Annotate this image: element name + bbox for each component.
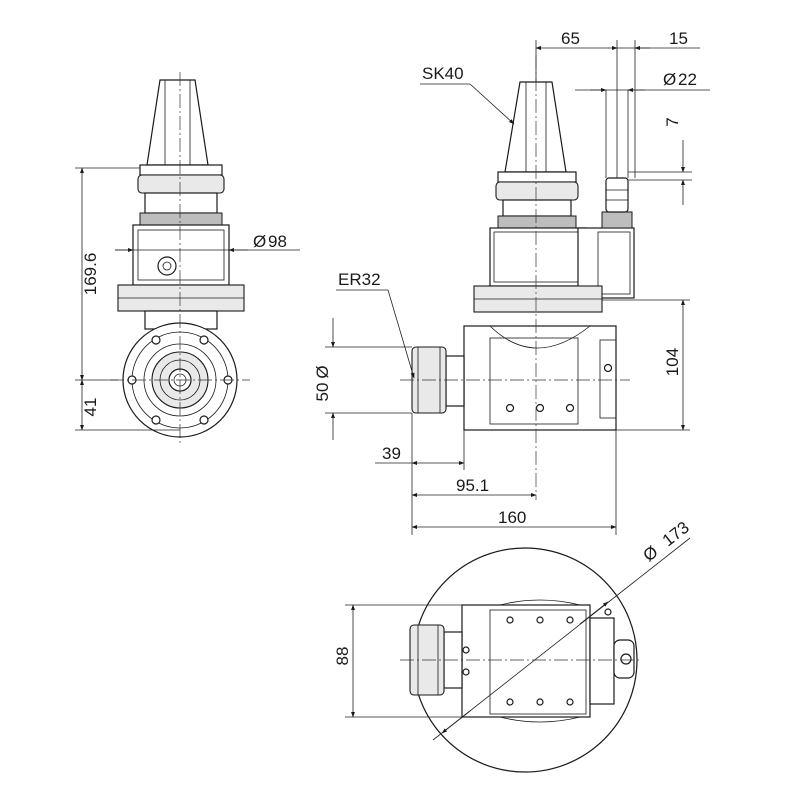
er32-callout: ER32 — [338, 270, 381, 289]
sk40-callout: SK40 — [422, 64, 464, 83]
dim-160-label: 160 — [498, 508, 526, 527]
top-housing — [461, 604, 591, 718]
top-stop-block — [589, 617, 615, 705]
dim-88-label: 88 — [333, 647, 352, 666]
stop-pin — [605, 177, 629, 213]
dim-104-label: 104 — [663, 348, 682, 376]
flange-ring-2 — [137, 174, 225, 194]
stop-block — [577, 227, 635, 299]
dim-173-label: 173 — [659, 518, 693, 550]
dim-98-label: 98 — [268, 232, 287, 251]
dim-50-label: 50 — [313, 383, 332, 402]
dim-diameter-symbol: Ø — [253, 232, 266, 251]
dim-15-label: 15 — [669, 29, 688, 48]
head-housing — [463, 325, 617, 431]
side-view — [400, 55, 635, 500]
front-view-dimensions: 169.6 41 Ø 98 — [75, 167, 300, 431]
side-spindle-nose — [445, 355, 465, 407]
flange-neck — [144, 192, 218, 214]
grease-nipple — [157, 256, 177, 276]
dim-22-diameter-symbol: Ø — [663, 70, 676, 89]
front-body — [132, 224, 230, 286]
side-body — [489, 227, 587, 287]
dim-22-label: 22 — [678, 70, 697, 89]
sk40-taper-front — [146, 79, 209, 166]
dim-173-diameter-symbol: Ø — [640, 542, 662, 565]
side-flange-ring — [495, 181, 579, 201]
front-view — [110, 72, 250, 445]
dim-169-6-label: 169.6 — [81, 253, 100, 296]
dim-7-label: 7 — [663, 117, 682, 126]
top-view — [400, 547, 640, 773]
dim-39-label: 39 — [382, 444, 401, 463]
dim-95-1-label: 95.1 — [456, 476, 489, 495]
side-view-dimensions: 65 15 Ø 22 7 SK40 ER32 Ø 50 104 — [313, 29, 710, 535]
flange-ring-1 — [139, 164, 223, 176]
dim-65-label: 65 — [561, 29, 580, 48]
stop-pin-base — [601, 211, 633, 229]
dim-41-label: 41 — [81, 398, 100, 417]
dim-50-diameter-symbol: Ø — [313, 365, 332, 378]
sk40-taper-side — [504, 81, 567, 173]
flange-ring-3 — [139, 212, 223, 226]
